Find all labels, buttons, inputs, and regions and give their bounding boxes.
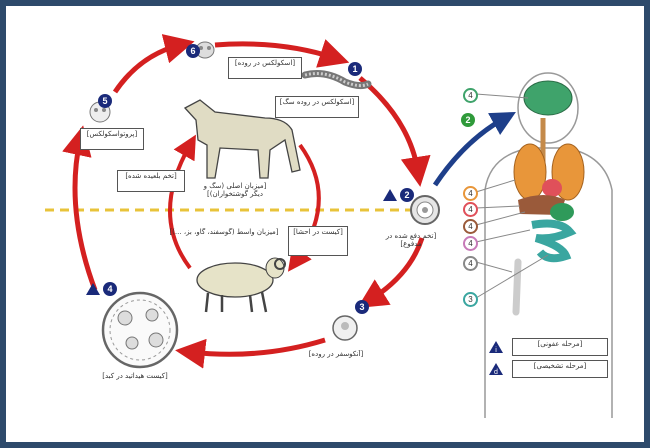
egg-illustration (411, 196, 439, 224)
brain-organ (524, 81, 572, 115)
legend-label-infective: [مرحله عفونی] (512, 338, 608, 356)
organ-marker-5: 4 (463, 236, 478, 251)
organ-marker-3: 4 (463, 202, 478, 217)
svg-text:d: d (494, 369, 498, 376)
lung-left (514, 144, 546, 200)
stage-5-badge: 5 (98, 94, 112, 108)
stage-3-label: [آنکوسفر در روده] (290, 350, 382, 368)
cyst-note: [کیست در احشا] (288, 226, 348, 256)
human-route-badge: 2 (461, 113, 475, 127)
oncosphere-illustration (333, 316, 357, 340)
sheep-illustration (197, 258, 285, 312)
organ-marker-7: 3 (463, 292, 478, 307)
stage-4-badge: 4 (103, 282, 117, 296)
definitive-host-label: [میزبان اصلی (سگ و دیگر گوشتخواران)] (200, 182, 270, 208)
organ-marker-2: 4 (463, 186, 478, 201)
cycle-arrow-6-to-1 (215, 44, 335, 58)
stage-4-warning-icon (86, 283, 100, 295)
stage-2-warning-icon (383, 189, 397, 201)
adult-worm-illustration (305, 74, 368, 86)
cycle-arrow-1-to-2 (360, 78, 418, 172)
stage-6-label: [اسکولکس در روده] (228, 57, 302, 79)
intermediate-host-label: [میزبان واسط (گوسفند، گاو، بز، ...)] (168, 228, 280, 244)
stage-2-label: [تخم دفع شده در مدفوع] (380, 232, 442, 250)
organ-marker-1: 4 (463, 88, 478, 103)
hydatid-cyst-illustration (103, 293, 177, 367)
stage-6-badge: 6 (186, 44, 200, 58)
cycle-arrow-5-to-6 (115, 45, 180, 92)
diagnostic-stage-icon: d (488, 362, 504, 376)
stage-1-badge: 1 (348, 62, 362, 76)
infective-stage-icon: i (488, 340, 504, 354)
stomach-organ (550, 203, 574, 221)
inner-arrow-sheep-to-dog (170, 145, 190, 268)
stage-5-label: [پروتواسکولکس] (80, 128, 144, 150)
stage-2-badge: 2 (400, 188, 414, 202)
heart-organ (542, 179, 562, 197)
legend: i [مرحله عفونی] d [مرحله تشخیصی] (488, 338, 608, 382)
femur-bone (516, 262, 518, 312)
organ-marker-6: 4 (463, 256, 478, 271)
legend-item-diagnostic: d [مرحله تشخیصی] (488, 360, 608, 378)
legend-label-diagnostic: [مرحله تشخیصی] (512, 360, 608, 378)
stage-4-label: [کیست هیداتید در کبد] (75, 372, 195, 382)
organ-marker-4: 4 (463, 219, 478, 234)
egg-ingested-note: [تخم بلعیده شده] (117, 170, 185, 192)
legend-item-infective: i [مرحله عفونی] (488, 338, 608, 356)
stage-1-label: [اسکولکس در روده سگ] (275, 96, 359, 118)
stage-3-badge: 3 (355, 300, 369, 314)
cycle-arrow-4-to-5 (75, 140, 95, 290)
